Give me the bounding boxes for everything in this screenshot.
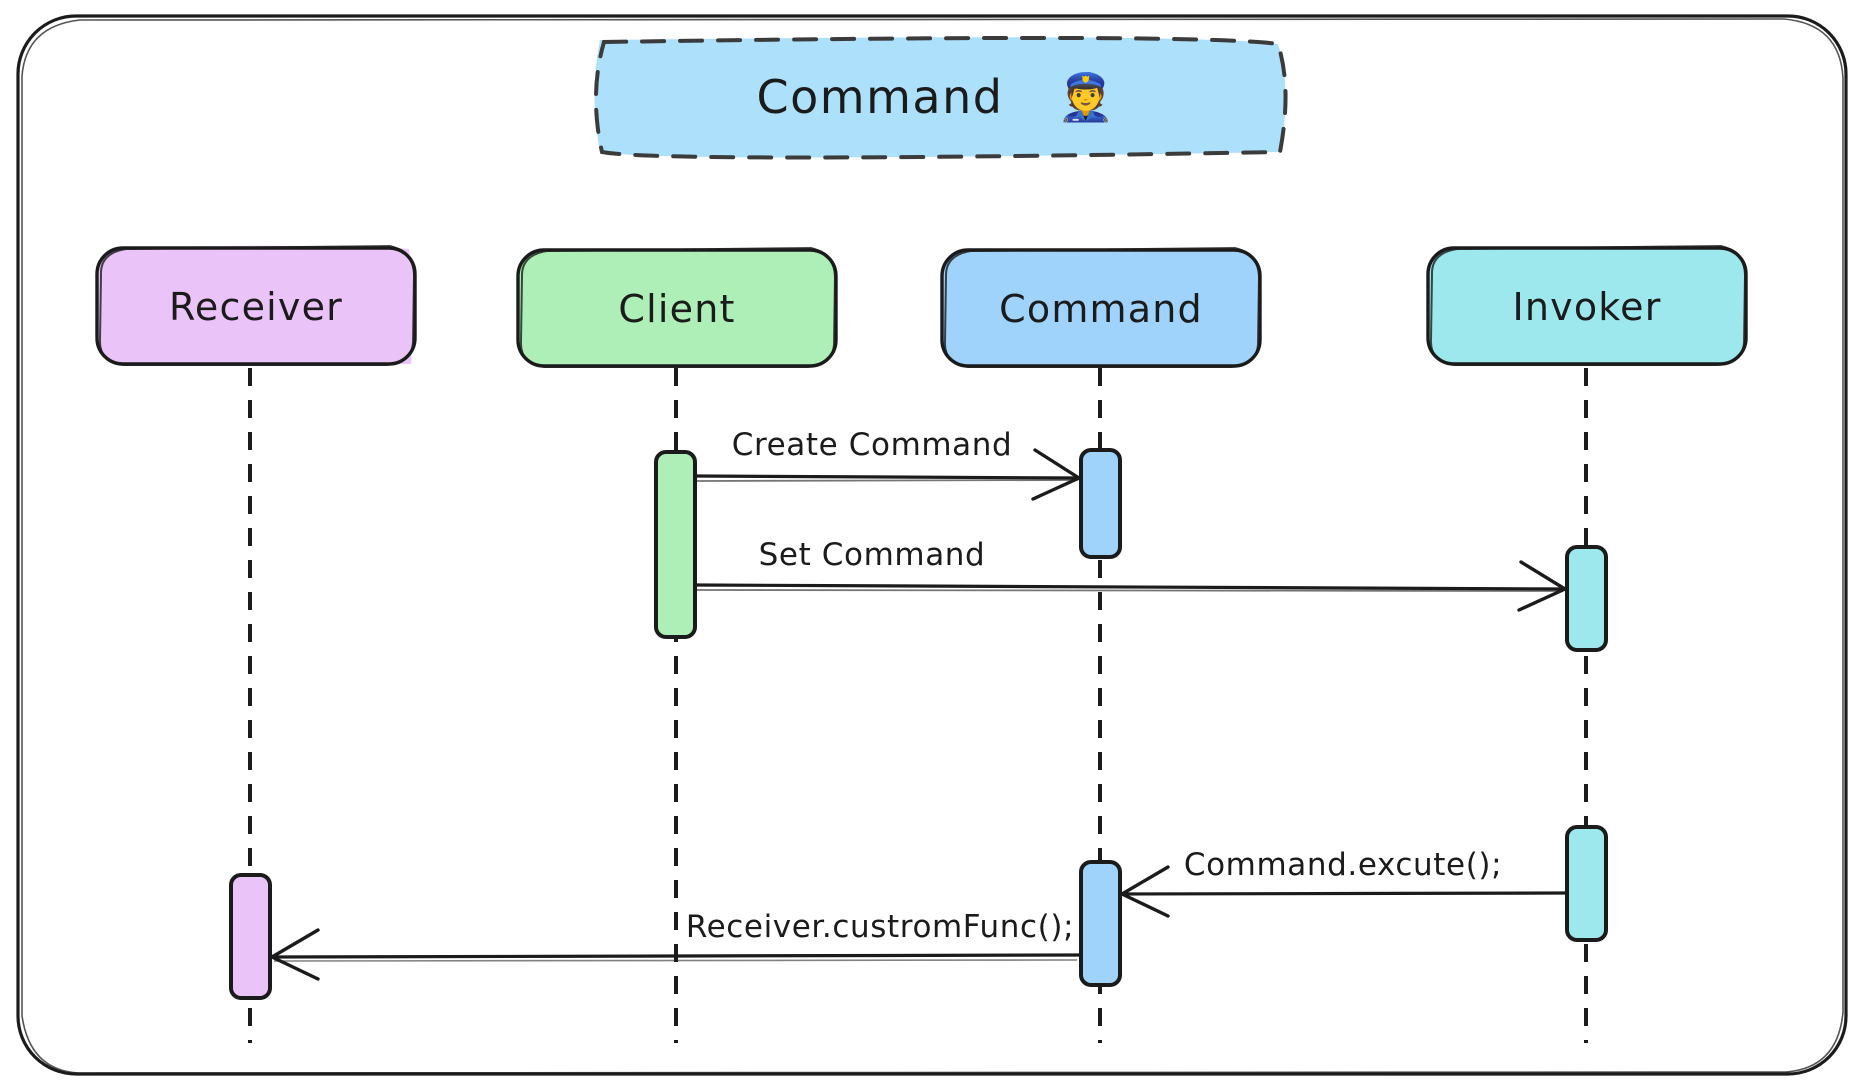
message-create-command-line — [695, 474, 1080, 480]
participant-command-label: Command — [999, 287, 1203, 331]
title-text: Command — [757, 70, 1004, 124]
message-set-command: Set Command — [695, 537, 1567, 612]
participant-command[interactable]: Command — [940, 246, 1262, 368]
police-officer-icon: 👮 — [1057, 69, 1114, 124]
diagram-frame — [16, 14, 1848, 1076]
message-create-command-arrowhead — [1031, 448, 1081, 501]
activation-bar-invoker-2 — [1565, 825, 1608, 942]
activation-bar-invoker-1 — [1565, 545, 1608, 652]
participant-client-label: Client — [618, 287, 735, 331]
diagram-frame-sketch-overlay — [21, 18, 1844, 1074]
activation-bar-client — [654, 450, 697, 639]
message-receiver-customfunc-arrowhead — [270, 928, 320, 981]
diagram-title: Command 👮 — [593, 35, 1288, 160]
message-command-excute-label: Command.excute(); — [1184, 847, 1502, 883]
message-receiver-customfunc-line — [271, 953, 1080, 959]
activation-bar-receiver — [229, 873, 272, 1000]
participant-receiver[interactable]: Receiver — [95, 244, 417, 366]
participant-client[interactable]: Client — [516, 246, 838, 368]
message-receiver-customfunc-line-sketch — [273, 959, 1078, 962]
message-command-excute-arrowhead — [1120, 865, 1170, 918]
activation-bar-command-1 — [1079, 448, 1122, 559]
message-create-command: Create Command — [695, 427, 1081, 501]
message-set-command-line — [695, 583, 1566, 591]
message-set-command-label: Set Command — [759, 537, 986, 573]
message-set-command-arrowhead — [1517, 560, 1567, 612]
message-create-command-line-sketch — [696, 479, 1079, 482]
participant-invoker-label: Invoker — [1512, 285, 1661, 329]
title-box-dashed-border — [593, 35, 1288, 160]
activation-bars — [229, 448, 1608, 1000]
message-command-excute: Command.excute(); — [1120, 847, 1566, 918]
message-receiver-customfunc-label: Receiver.custromFunc(); — [686, 909, 1074, 945]
activation-bar-command-2 — [1079, 860, 1122, 987]
title-box — [594, 37, 1286, 158]
participant-command-box-sketch — [943, 246, 1261, 368]
message-create-command-label: Create Command — [732, 427, 1013, 463]
participant-client-box-sketch — [519, 246, 837, 368]
message-set-command-line-sketch — [696, 589, 1564, 592]
participant-invoker[interactable]: Invoker — [1426, 244, 1748, 366]
message-command-excute-line — [1121, 891, 1566, 896]
message-receiver-customfunc: Receiver.custromFunc(); — [270, 909, 1080, 981]
participant-invoker-box-sketch — [1429, 244, 1747, 366]
participant-receiver-label: Receiver — [169, 285, 343, 329]
participant-receiver-box-sketch — [98, 244, 416, 366]
